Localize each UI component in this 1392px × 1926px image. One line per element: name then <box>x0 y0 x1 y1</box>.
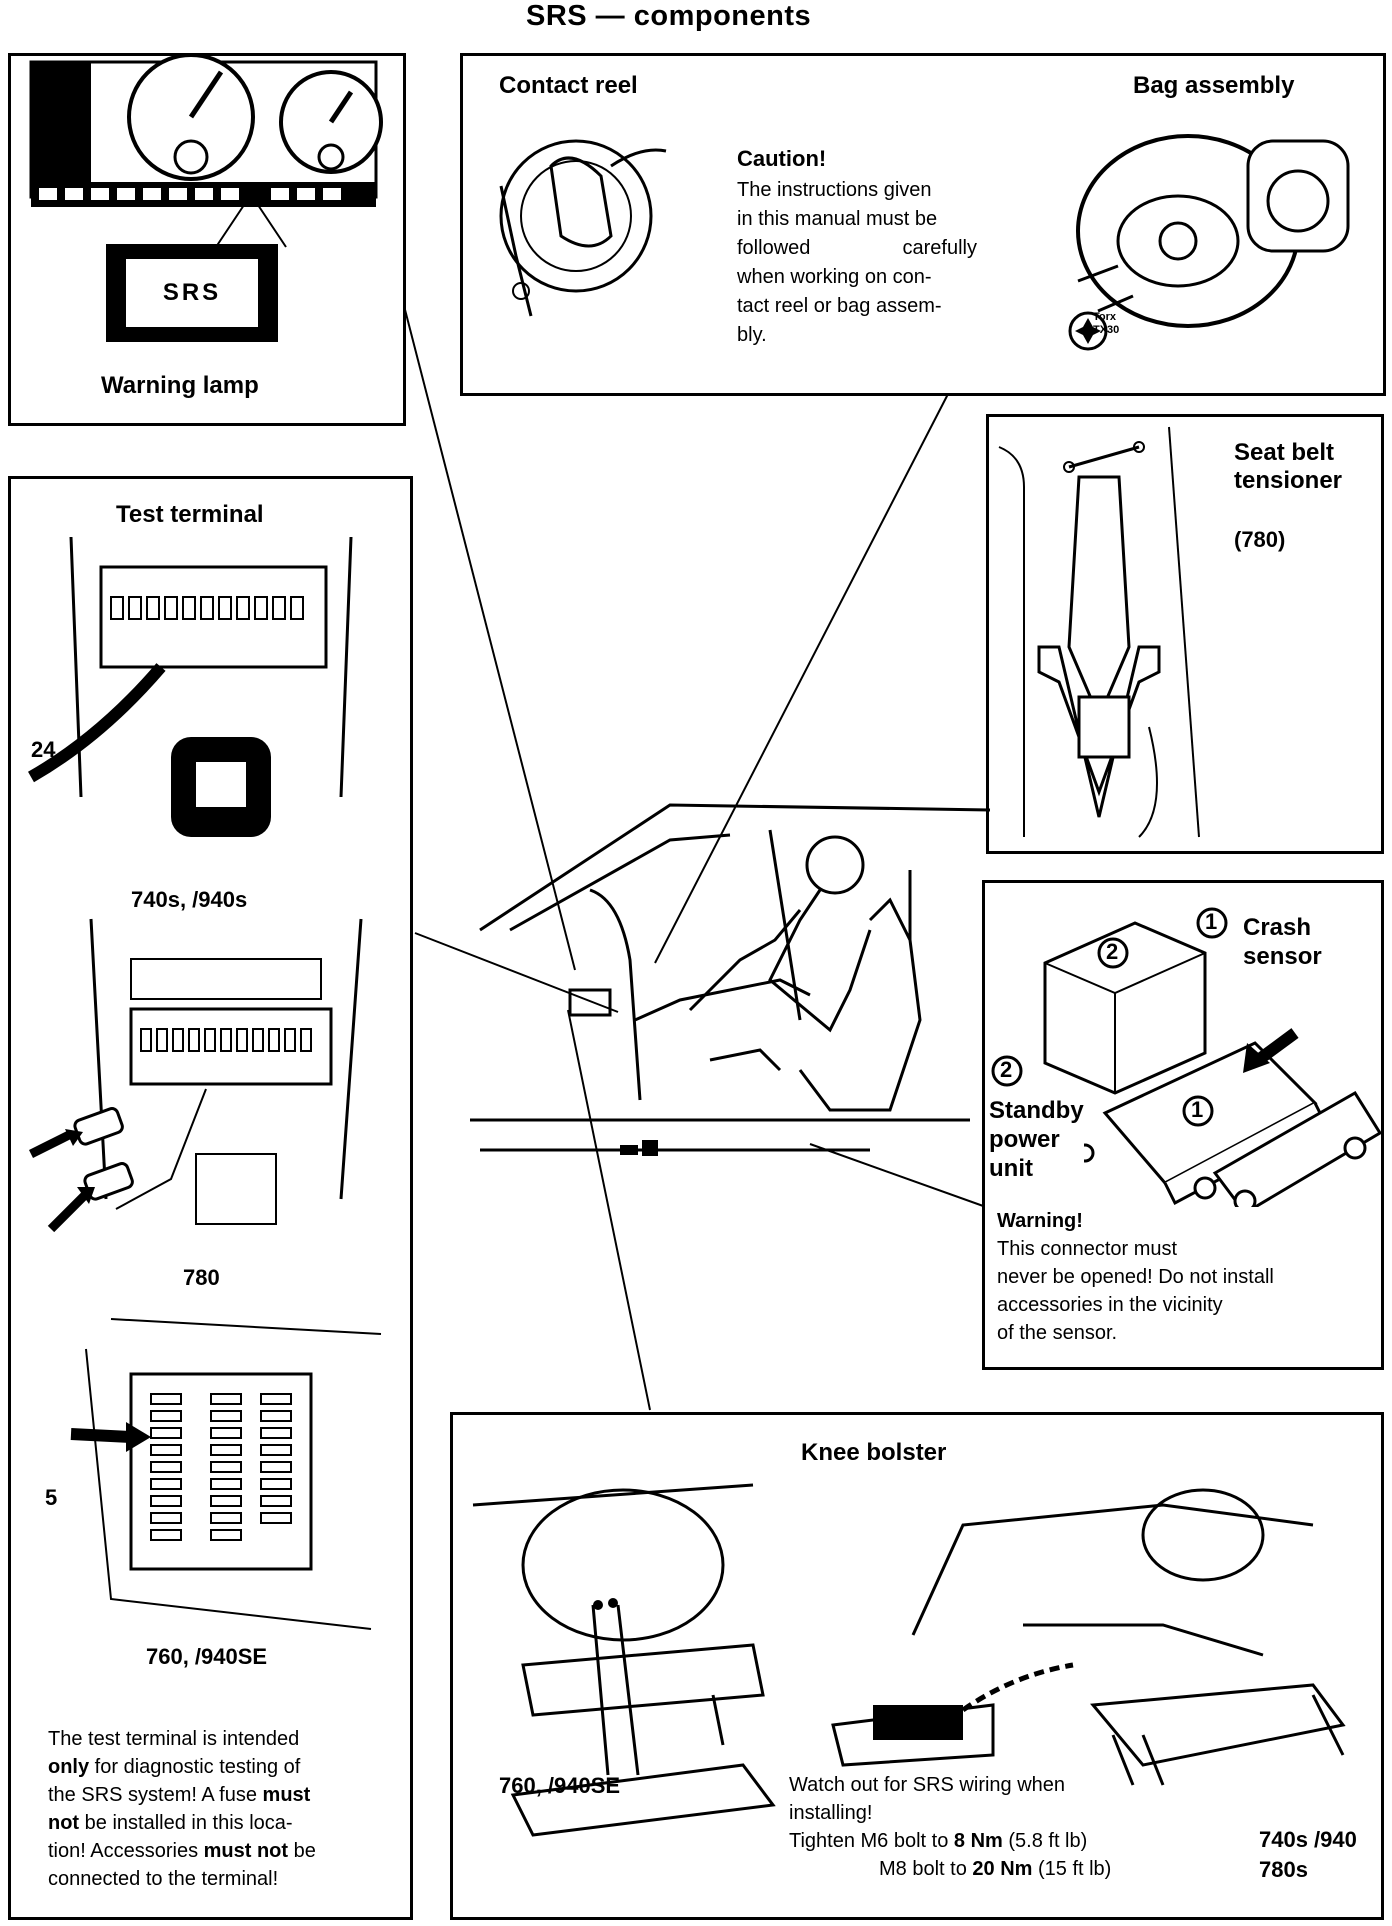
console-780-illustration <box>28 918 363 1233</box>
crash-num-2b: 2 <box>1000 1057 1013 1082</box>
test-terminal-note-line: not be installed in this loca- <box>48 1809 388 1837</box>
note-fragment: be <box>288 1840 316 1862</box>
car-driver-illustration <box>470 803 991 1156</box>
seat-belt-tensioner-panel: Seat belt tensioner (780) <box>986 414 1384 854</box>
standby-line: Standby <box>989 1097 1084 1124</box>
standby-power-unit-label: Standby power unit <box>989 1096 1084 1183</box>
callout-24: 24 <box>31 737 56 762</box>
model-740-label: 740s, /940s <box>131 887 248 912</box>
torque-2-pre: M8 bolt to <box>879 1858 973 1880</box>
torque-2-post: (15 ft lb) <box>1032 1858 1112 1880</box>
caution-line: tact reel or bag assem- <box>737 295 942 317</box>
knee-model-760: 760, /940SE <box>499 1773 621 1798</box>
test-terminal-note-line: tion! Accessories must not be <box>48 1837 388 1865</box>
seat-belt-line: Seat belt <box>1234 439 1335 466</box>
knee-torque-1: Tighten M6 bolt to 8 Nm (5.8 ft lb) <box>789 1827 1087 1855</box>
srs-lamp: SRS <box>106 244 278 342</box>
crash-warning-line: of the sensor. <box>997 1322 1118 1344</box>
caution-text: The instructions given in this manual mu… <box>737 176 977 350</box>
bag-assembly-illustration <box>1068 134 1350 351</box>
seat-belt-illustration <box>998 426 1200 838</box>
crash-num-2a: 2 <box>1106 939 1119 964</box>
note-fragment: be installed in this loca- <box>79 1812 293 1834</box>
caution-line: bly. <box>737 324 767 346</box>
knee-torque-2: M8 bolt to 20 Nm (15 ft lb) <box>879 1855 1111 1883</box>
test-terminal-heading: Test terminal <box>116 501 264 528</box>
knee-model-780: 780s <box>1259 1857 1308 1882</box>
torque-1-pre: Tighten M6 bolt to <box>789 1830 954 1852</box>
page-title: SRS — components <box>526 0 812 32</box>
instrument-cluster-illustration <box>29 53 383 248</box>
crash-num-1b: 1 <box>1191 1097 1204 1122</box>
contact-reel-bag-panel: Contact reel Caution! The instructions g… <box>460 53 1386 396</box>
torx-line: Torx <box>1093 311 1117 323</box>
srs-lamp-text: SRS <box>162 279 222 306</box>
test-terminal-note-line: only for diagnostic testing of <box>48 1753 388 1781</box>
test-terminal-note-line: connected to the terminal! <box>48 1865 388 1893</box>
warning-lamp-caption: Warning lamp <box>101 372 259 399</box>
note-fragment: only <box>48 1756 90 1778</box>
knee-bolster-740-illustration <box>831 1488 1346 1786</box>
console-760-illustration <box>70 1318 382 1630</box>
crash-warning: Warning! This connector must never be op… <box>997 1207 1377 1347</box>
contact-reel-illustration <box>499 139 667 317</box>
crash-sensor-illustration <box>991 907 1383 1215</box>
caution-heading: Caution! <box>737 146 827 171</box>
knee-bolster-760-illustration <box>472 1483 776 1837</box>
torque-2-value: 20 Nm <box>972 1858 1033 1880</box>
torx-line: TX30 <box>1093 324 1120 336</box>
knee-model-740: 740s /940 <box>1259 1827 1357 1852</box>
caution-line: when working on con- <box>737 266 932 288</box>
console-740-illustration <box>28 536 353 837</box>
warning-lamp-panel: SRS Warning lamp <box>8 53 406 426</box>
note-fragment: tion! Accessories <box>48 1840 204 1862</box>
knee-bolster-heading: Knee bolster <box>801 1439 947 1466</box>
crash-line: sensor <box>1243 943 1322 970</box>
crash-sensor-panel: 1 2 2 1 Crash sensor Standby power unit … <box>982 880 1384 1370</box>
contact-reel-label: Contact reel <box>499 72 638 99</box>
test-terminal-note: The test terminal is intended only for di… <box>48 1725 388 1893</box>
test-terminal-note-line: The test terminal is intended <box>48 1725 388 1753</box>
caution-line: The instructions given <box>737 179 932 201</box>
crash-warning-line: never be opened! Do not install <box>997 1266 1274 1288</box>
note-fragment: must not <box>203 1840 289 1862</box>
crash-warning-line: accessories in the vicinity <box>997 1294 1223 1316</box>
seat-belt-title: Seat belt tensioner <box>1234 439 1342 495</box>
caution-line: in this manual must be <box>737 208 938 230</box>
note-fragment: the SRS system! A fuse <box>48 1784 263 1806</box>
standby-line: unit <box>989 1155 1033 1182</box>
crash-warning-line: This connector must <box>997 1238 1178 1260</box>
model-760-label: 760, /940SE <box>146 1644 268 1669</box>
knee-watch-line: Watch out for SRS wiring when <box>789 1774 1066 1796</box>
standby-line: power <box>989 1126 1060 1153</box>
knee-bolster-panel: Knee bolster 760, /940SE Watch out for S… <box>450 1412 1384 1920</box>
knee-watch-out: Watch out for SRS wiring when installing… <box>789 1771 1129 1827</box>
crash-sensor-title: Crash sensor <box>1243 913 1322 971</box>
torque-1-post: (5.8 ft lb) <box>1002 1830 1088 1852</box>
crash-warning-heading: Warning! <box>997 1210 1083 1232</box>
crash-num-1a: 1 <box>1205 909 1218 934</box>
seat-belt-line: tensioner <box>1234 467 1343 494</box>
crash-line: Crash <box>1243 914 1312 941</box>
seat-belt-model: (780) <box>1234 527 1286 552</box>
knee-watch-line: installing! <box>789 1802 873 1824</box>
model-780-label: 780 <box>183 1265 220 1290</box>
callout-5: 5 <box>45 1485 58 1510</box>
torque-1-value: 8 Nm <box>953 1830 1003 1852</box>
note-fragment: The test terminal is intended <box>48 1728 300 1750</box>
test-terminal-panel: Test terminal 24 740s, /940s <box>8 476 413 1920</box>
torx-label: Torx TX30 <box>1093 311 1119 337</box>
note-fragment: connected to the terminal! <box>48 1868 279 1890</box>
note-fragment: not <box>48 1812 80 1834</box>
bag-assembly-label: Bag assembly <box>1133 72 1295 99</box>
caution-line: followed carefully <box>737 237 977 259</box>
test-terminal-note-line: the SRS system! A fuse must <box>48 1781 388 1809</box>
note-fragment: for diagnostic testing of <box>89 1756 301 1778</box>
note-fragment: must <box>262 1784 311 1806</box>
